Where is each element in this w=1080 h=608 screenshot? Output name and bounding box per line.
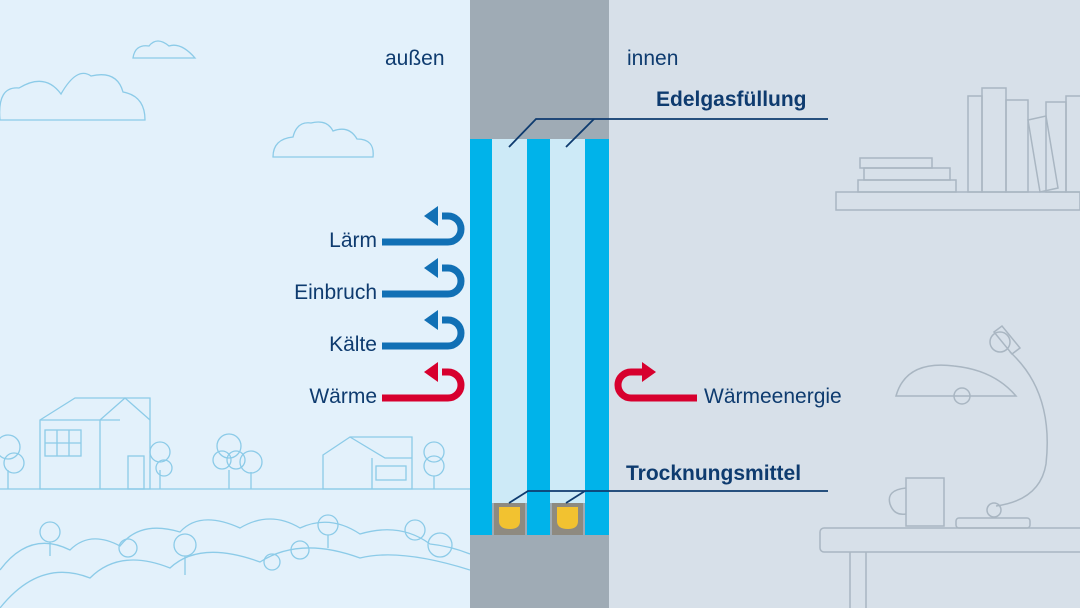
desk xyxy=(819,527,1080,553)
house-icon xyxy=(322,436,413,490)
cloud-icon xyxy=(272,121,374,158)
outside-background xyxy=(0,0,470,608)
tree-icon xyxy=(423,441,445,489)
lamp-icon xyxy=(895,324,1048,529)
noise-label: Lärm xyxy=(329,229,377,252)
cold-label: Kälte xyxy=(329,333,377,356)
leader-line-desiccant xyxy=(508,490,828,504)
cloud-icon xyxy=(132,40,197,59)
tree-icon xyxy=(149,441,173,489)
cloud-icon xyxy=(0,72,146,121)
burglary-label: Einbruch xyxy=(294,281,377,304)
house-icon xyxy=(39,397,151,490)
mug-icon xyxy=(888,477,945,527)
shelf xyxy=(835,191,1080,211)
u-turn-arrow-red-icon xyxy=(382,368,465,402)
desiccant-spacer-1 xyxy=(494,503,525,535)
u-turn-arrow-blue-icon xyxy=(382,212,465,246)
u-turn-arrow-blue-icon xyxy=(382,264,465,298)
gas-fill-label: Edelgasfüllung xyxy=(656,88,807,111)
tree-icon xyxy=(0,434,25,489)
gas-chamber-2 xyxy=(550,139,585,503)
desiccant-spacer-2 xyxy=(552,503,583,535)
heat-energy-label: Wärmeenergie xyxy=(704,385,842,408)
outdoor-scene-illustration xyxy=(0,40,470,608)
u-turn-arrow-blue-icon xyxy=(382,316,465,350)
desiccant-label: Trocknungsmittel xyxy=(626,462,802,485)
book-stack-icon xyxy=(857,157,957,193)
tree-icon xyxy=(212,433,246,489)
heat-label: Wärme xyxy=(309,385,377,408)
outside-label: außen xyxy=(385,47,445,70)
glass-pane-inner xyxy=(585,139,609,535)
inside-label: innen xyxy=(627,47,679,70)
books-icon xyxy=(967,87,1080,193)
u-turn-arrow-red-icon xyxy=(614,368,697,402)
gas-chamber-1 xyxy=(492,139,527,503)
glass-pane-outer xyxy=(470,139,492,535)
leader-line-gas xyxy=(508,118,828,148)
inside-background xyxy=(609,0,1080,608)
tree-icon xyxy=(239,450,263,489)
glass-pane-middle xyxy=(527,139,550,535)
